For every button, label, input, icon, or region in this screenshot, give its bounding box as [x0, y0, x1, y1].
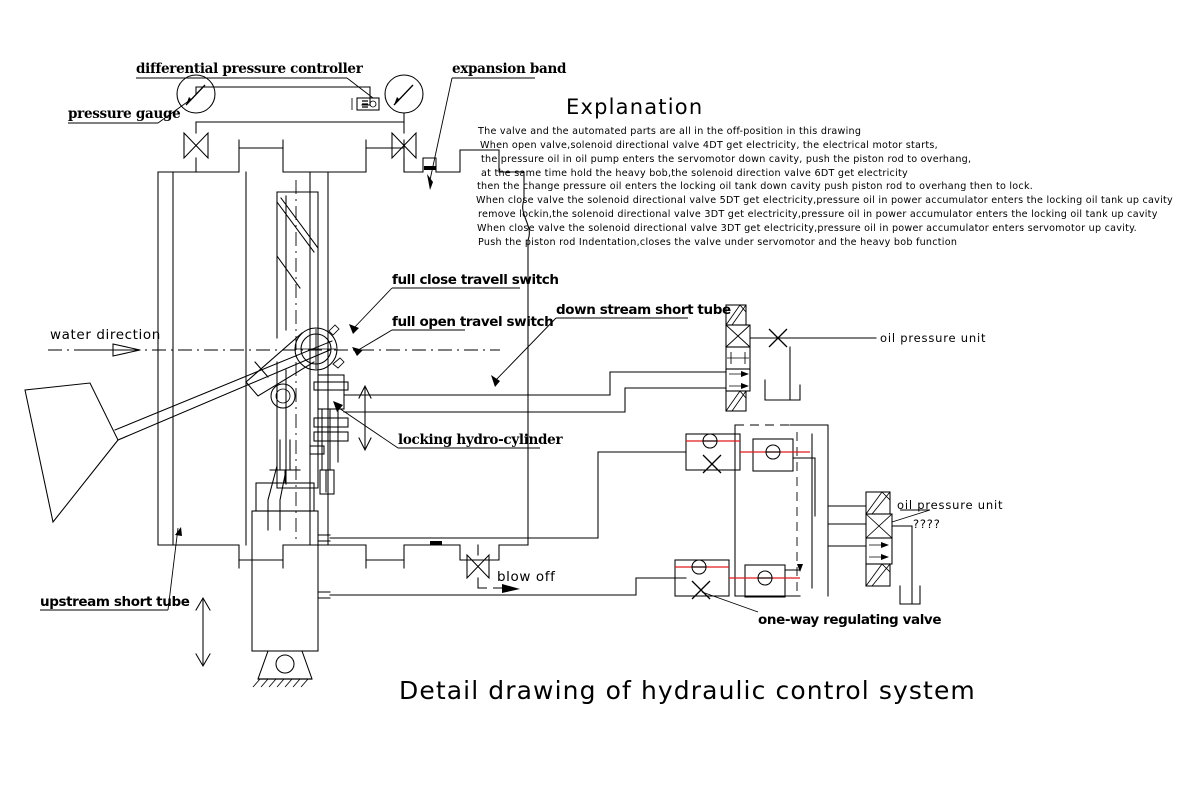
heavy-bob-weight: [24, 382, 119, 524]
drawing-title: Detail drawing of hydraulic control syst…: [399, 676, 976, 705]
label-locking-hydro-cylinder: locking hydro-cylinder: [398, 432, 563, 448]
explanation-line: The valve and the automated parts are al…: [477, 126, 861, 137]
label-one-way-regulating-valve: one-way regulating valve: [758, 612, 941, 628]
explanation-line: Push the piston rod Indentation,closes t…: [478, 237, 957, 248]
pressure-gauge-right-icon: [384, 74, 424, 114]
label-oil-pressure-unit-bottom: oil pressure unit: [897, 498, 1003, 512]
label-full-close-travel-switch: full close travell switch: [392, 272, 559, 288]
explanation-block: Explanation The valve and the automated …: [476, 95, 1173, 248]
label-oil-pressure-unit-top: oil pressure unit: [880, 331, 986, 345]
explanation-line: When close valve the solenoid directiona…: [476, 195, 1173, 206]
check-valve-lower-inner: [729, 564, 803, 598]
callout-one-way-regulating-valve: one-way regulating valve: [701, 591, 942, 628]
power-accumulator-block: [734, 424, 829, 597]
main-valve-body: [157, 139, 530, 569]
explanation-line: the pressure oil in oil pump enters the …: [481, 154, 971, 165]
explanation-line: When open valve,solenoid directional val…: [480, 140, 938, 151]
directional-valve-bottom: [827, 491, 921, 605]
explanation-line: then the change pressure oil enters the …: [477, 181, 1033, 192]
explanation-line: at the same time hold the heavy bob,the …: [481, 168, 908, 179]
label-blow-off: blow off: [497, 569, 556, 585]
servomotor-cylinder: [251, 439, 331, 688]
label-differential-pressure-controller: differential pressure controller: [136, 61, 364, 77]
callout-full-close-travel-switch: full close travell switch: [349, 272, 559, 334]
label-pressure-gauge: pressure gauge: [68, 106, 180, 122]
label-full-open-travel-switch: full open travel switch: [392, 314, 553, 330]
explanation-heading: Explanation: [566, 95, 703, 119]
butterfly-valve-disc: [267, 191, 319, 531]
explanation-line: remove lockin,the solenoid directional v…: [478, 209, 1158, 220]
callout-locking-hydro-cylinder: locking hydro-cylinder: [333, 401, 564, 449]
callout-pressure-gauge: pressure gauge: [68, 99, 191, 124]
label-expansion-band: expansion band: [452, 61, 567, 77]
explanation-line: When close valve the solenoid directiona…: [477, 223, 1137, 234]
callout-expansion-band: expansion band: [427, 61, 567, 190]
pressure-gauge-left-icon: [176, 74, 216, 114]
callout-oil-pressure-unit-bottom: oil pressure unit ????: [891, 498, 1003, 531]
inner-stroke-arrow-icon: [358, 384, 372, 452]
directional-valve-top: [725, 304, 801, 412]
valve-hinge-trunnion: [294, 324, 345, 371]
label-down-stream-short-tube: down stream short tube: [556, 302, 731, 318]
check-valve-upper-inner: [740, 438, 816, 517]
shutoff-valve-left-icon: [183, 131, 209, 160]
differential-pressure-controller-icon: [351, 97, 380, 111]
hydraulic-piping: [329, 371, 727, 596]
callout-full-open-travel-switch: full open travel switch: [352, 314, 554, 356]
ground-hatch-icon: [252, 678, 309, 688]
shutoff-valve-right-icon: [391, 131, 417, 160]
one-way-regulating-valve-upper: [659, 433, 741, 474]
stroke-direction-arrow-icon: [195, 596, 211, 668]
top-pipe-assembly: [195, 86, 405, 173]
callout-differential-pressure-controller: differential pressure controller: [136, 61, 374, 99]
callout-down-stream-short-tube: down stream short tube: [491, 302, 731, 387]
water-direction-arrow-icon: [74, 343, 141, 357]
callout-upstream-short-tube: upstream short tube: [40, 527, 190, 611]
throttle-top-icon: [768, 328, 877, 348]
label-water-direction: water direction: [50, 327, 161, 343]
label-upstream-short-tube: upstream short tube: [40, 594, 190, 610]
label-oil-pressure-unit-bottom-sub: ????: [913, 517, 941, 531]
one-way-regulating-valve-lower: [635, 559, 730, 600]
blow-off-valve-icon: [466, 544, 520, 593]
locking-hydro-cylinder: [309, 374, 349, 495]
